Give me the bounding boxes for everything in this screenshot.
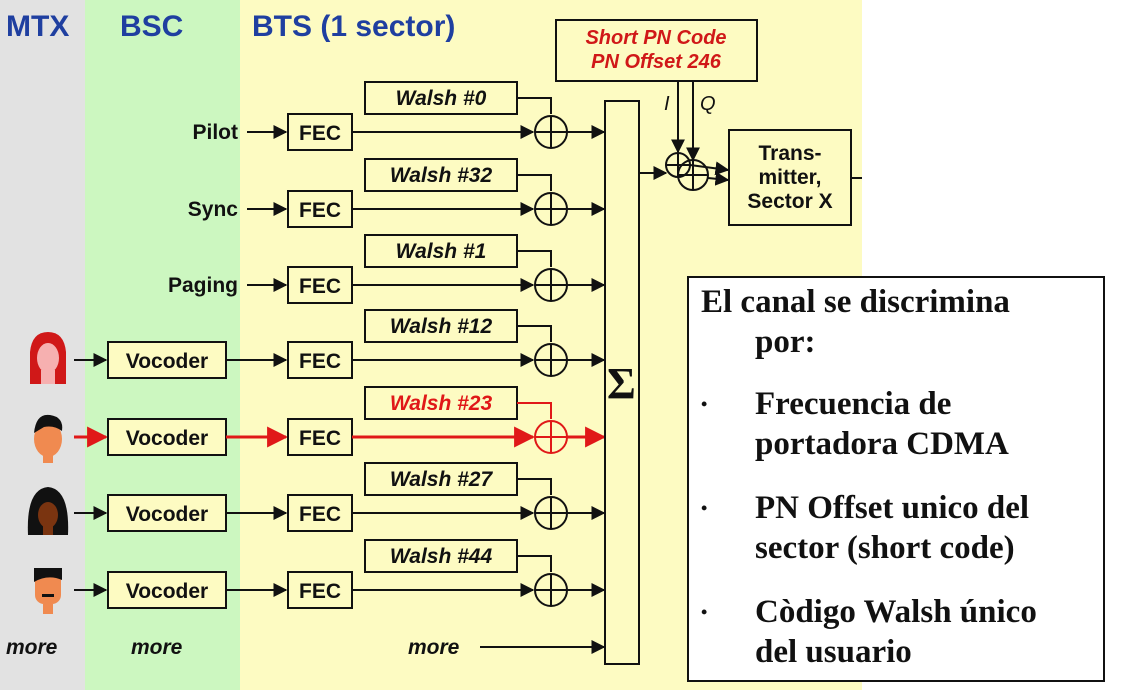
i-label: I: [664, 93, 670, 115]
row-7-walsh-line: [517, 555, 552, 572]
row-2-channel-label: Sync: [188, 198, 239, 221]
row-3-walsh-label: Walsh #1: [396, 240, 487, 263]
info-title: El canal se discrimina por:: [701, 282, 1101, 362]
row-7-fec-box: [287, 571, 353, 609]
row-2-walsh-line: [517, 174, 552, 191]
transmitter-line1: Trans-: [758, 142, 821, 165]
row-6-walsh-line: [517, 478, 552, 495]
transmitter-line3: Sector X: [747, 190, 832, 213]
info-title-line2: por:: [755, 324, 816, 360]
bts-more-label: more: [408, 636, 460, 659]
row-1-walsh-box: [364, 81, 518, 115]
row-5-walsh-line: [517, 402, 552, 419]
info-backdrop: [862, 0, 1128, 276]
row-4-fec-box: [287, 341, 353, 379]
info-title-line1: El canal se discrimina: [701, 284, 1010, 320]
pn-code-box: [555, 19, 758, 82]
modulator-to-tx-2: [707, 171, 730, 186]
row-4-walsh-label: Walsh #12: [390, 315, 493, 338]
row-1-fec-box: [287, 113, 353, 151]
info-item-3-line1: Còdigo Walsh único: [755, 594, 1037, 630]
bsc-header: BSC: [120, 10, 183, 43]
row-3-fec-label: FEC: [299, 275, 341, 298]
row-7-fec-label: FEC: [299, 580, 341, 603]
row-5-vocoder-box: [107, 418, 227, 456]
info-item-1-line1: Frecuencia de: [755, 386, 952, 422]
row-3-fec-box: [287, 266, 353, 304]
row-6-walsh-label: Walsh #27: [390, 468, 494, 491]
row-3-walsh-line: [517, 250, 552, 267]
row-1-walsh-line: [517, 97, 552, 114]
row-5-vocoder-label: Vocoder: [126, 427, 208, 450]
bullet-icon: •: [701, 394, 708, 414]
summation-box: [604, 100, 640, 665]
mtx-header: MTX: [6, 10, 69, 43]
pn-code-line1: Short PN Code: [585, 27, 726, 49]
sum-symbol: Σ: [607, 359, 636, 408]
info-item-1: • Frecuencia de portadora CDMA: [689, 384, 1099, 464]
row-6-fec-box: [287, 494, 353, 532]
info-box: El canal se discrimina por: • Frecuencia…: [687, 276, 1105, 682]
bullet-icon: •: [701, 602, 708, 622]
row-4-walsh-line: [517, 325, 552, 342]
mtx-more-label: more: [6, 636, 58, 659]
row-5-walsh-label: Walsh #23: [390, 392, 493, 415]
bsc-more-label: more: [131, 636, 183, 659]
row-1-walsh-label: Walsh #0: [396, 87, 487, 110]
man-icon: [34, 414, 63, 463]
man-icon: [34, 568, 62, 614]
info-item-2-line2: sector (short code): [755, 530, 1015, 566]
info-item-3: • Còdigo Walsh único del usuario: [689, 592, 1099, 672]
bullet-icon: •: [701, 498, 708, 518]
bts-header: BTS (1 sector): [252, 10, 455, 43]
info-item-2: • PN Offset unico del sector (short code…: [689, 488, 1099, 568]
row-6-walsh-box: [364, 462, 518, 496]
row-7-vocoder-label: Vocoder: [126, 580, 208, 603]
row-6-fec-label: FEC: [299, 503, 341, 526]
row-1-fec-label: FEC: [299, 122, 341, 145]
row-1-channel-label: Pilot: [193, 121, 239, 144]
info-item-2-line1: PN Offset unico del: [755, 490, 1030, 526]
info-item-3-line2: del usuario: [755, 634, 912, 670]
pn-code-line2: PN Offset 246: [591, 51, 722, 73]
row-4-fec-label: FEC: [299, 350, 341, 373]
row-2-fec-label: FEC: [299, 199, 341, 222]
q-label: Q: [700, 93, 716, 115]
modulator-to-tx-1: [689, 161, 730, 176]
row-2-walsh-label: Walsh #32: [390, 164, 493, 187]
woman-icon: [30, 332, 66, 384]
row-7-walsh-box: [364, 539, 518, 573]
row-5-fec-box: [287, 418, 353, 456]
woman-icon: [27, 487, 69, 535]
row-5-walsh-box: [364, 386, 518, 420]
row-6-vocoder-box: [107, 494, 227, 532]
info-item-1-line2: portadora CDMA: [755, 426, 1009, 462]
transmitter-line2: mitter,: [758, 166, 821, 189]
transmitter-box: [728, 129, 852, 226]
row-7-walsh-label: Walsh #44: [390, 545, 493, 568]
row-6-vocoder-label: Vocoder: [126, 503, 208, 526]
row-4-vocoder-label: Vocoder: [126, 350, 208, 373]
row-3-channel-label: Paging: [168, 274, 238, 297]
row-5-fec-label: FEC: [299, 427, 341, 450]
